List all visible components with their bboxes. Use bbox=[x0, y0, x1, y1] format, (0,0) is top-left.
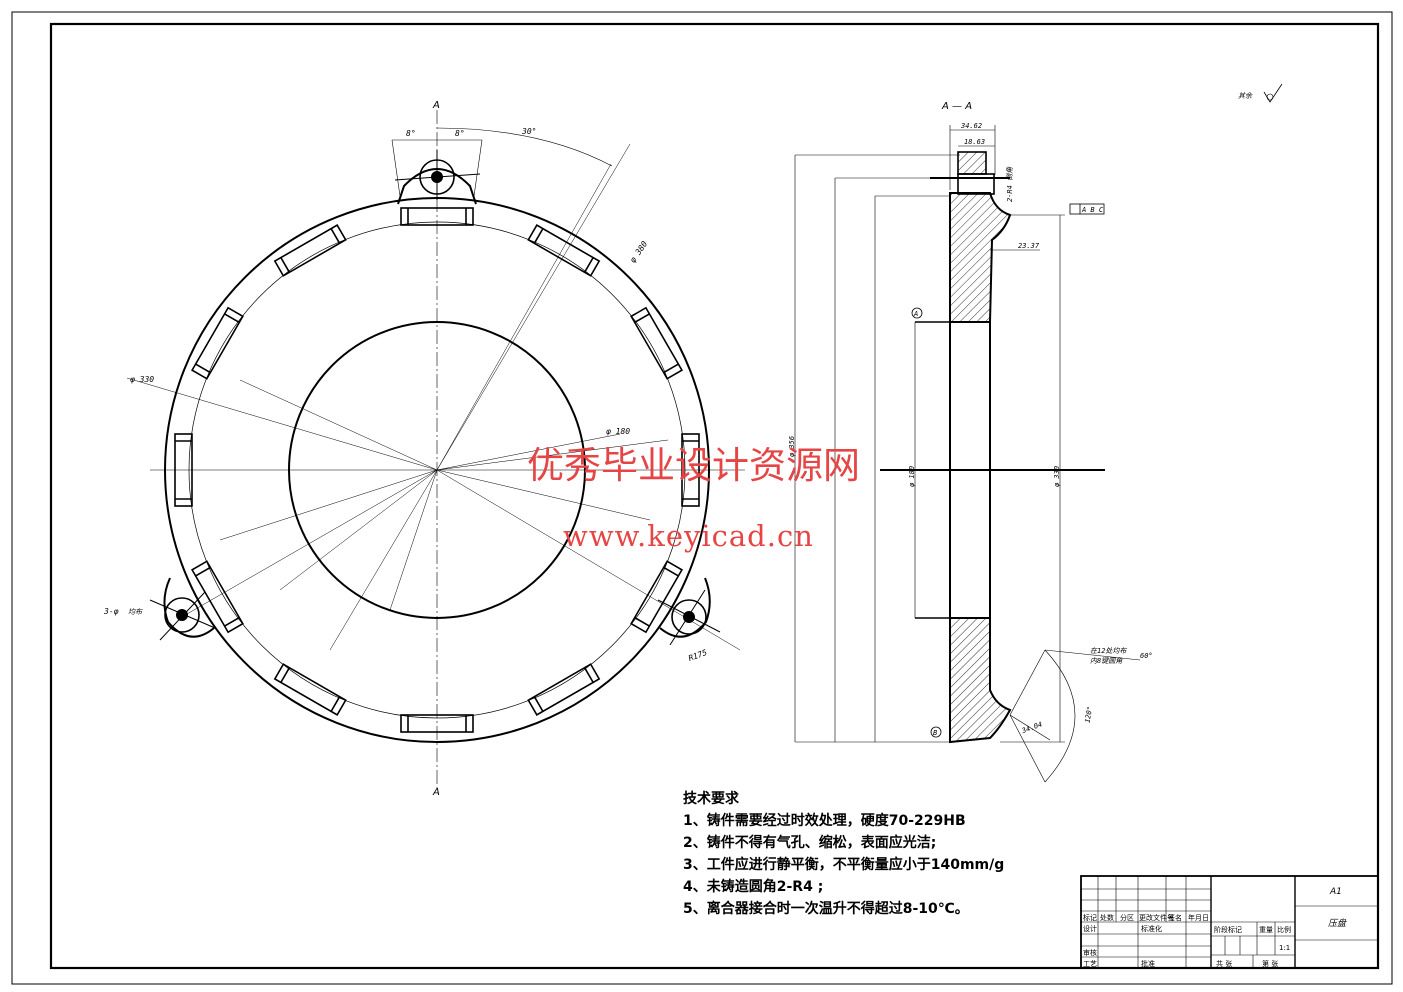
dim-angle-note: 120° bbox=[1084, 706, 1095, 724]
tb-sheets-total: 共 张 bbox=[1216, 959, 1232, 968]
construction-rays bbox=[126, 143, 741, 651]
title-sheet-size: A1 bbox=[1329, 887, 1342, 897]
dim-width-top: 34.62 bbox=[960, 122, 982, 130]
section-angle-dimension bbox=[1009, 649, 1141, 783]
dim-dia-1: φ 356 bbox=[788, 436, 796, 457]
tech-item-4: 4、未铸造圆角2-R4 ; bbox=[683, 879, 824, 895]
dim-radius: R175 bbox=[687, 648, 708, 663]
watermark-site-name: 优秀毕业设计资源网 bbox=[527, 444, 860, 487]
tb-scale-value: 1:1 bbox=[1279, 944, 1290, 952]
section-lower-body bbox=[949, 617, 1012, 744]
section-note-2: 内8键圆角 bbox=[1090, 657, 1123, 665]
dim-step: 23.37 bbox=[1018, 242, 1040, 250]
title-block bbox=[1080, 875, 1379, 969]
cut-mark-top: A bbox=[432, 100, 440, 111]
section-upper-lug bbox=[957, 151, 987, 175]
tech-item-3: 3、工件应进行静平衡，不平衡量应小于140mm/g bbox=[683, 857, 1005, 873]
dim-angle-left: 8° bbox=[406, 129, 416, 138]
lug-cross-marks bbox=[149, 150, 721, 646]
angle-dimensions bbox=[391, 127, 613, 197]
sheet-frame bbox=[11, 11, 1393, 985]
cooling-slots bbox=[174, 207, 700, 733]
tb-stage-mark: 阶段标记 bbox=[1214, 925, 1242, 934]
datum-a: A bbox=[913, 310, 918, 318]
section-upper-body bbox=[949, 192, 1012, 323]
title-part-name: 压盘 bbox=[1328, 918, 1347, 929]
tb-header-2: 处数 bbox=[1100, 913, 1114, 922]
roughness-symbol: 其余 bbox=[1238, 83, 1283, 103]
tech-item-1: 1、铸件需要经过时效处理，硬度70-229HB bbox=[683, 813, 966, 829]
dim-dia-pitch: φ 330 bbox=[130, 375, 154, 384]
section-note-1: 在12处均布 bbox=[1090, 647, 1127, 655]
title-block-text: A1 压盘 标记 处数 分区 更改文件号 签名 年月日 设计 标准化 审核 工艺… bbox=[1083, 887, 1347, 968]
watermark-url: www.keyicad.cn bbox=[563, 519, 814, 553]
tech-item-5: 5、离合器接合时一次温升不得超过8-10℃。 bbox=[683, 901, 969, 917]
tb-header-5: 签名 bbox=[1168, 913, 1182, 922]
dim-dia-3: φ 330 bbox=[1053, 466, 1061, 487]
tb-designer: 设计 bbox=[1083, 924, 1097, 933]
tech-item-2: 2、铸件不得有气孔、缩松，表面应光洁; bbox=[683, 835, 937, 851]
tech-heading: 技术要求 bbox=[683, 791, 739, 807]
technical-requirements: 技术要求 1、铸件需要经过时效处理，硬度70-229HB 2、铸件不得有气孔、缩… bbox=[683, 788, 1004, 920]
tb-checker: 审核 bbox=[1083, 948, 1097, 957]
pitch-circle bbox=[188, 221, 686, 719]
watermark: 优秀毕业设计资源网 www.keyicad.cn bbox=[527, 444, 860, 553]
dim-dia-outer: φ 380 bbox=[628, 239, 649, 264]
dim-chamfer: 34.04 bbox=[1020, 720, 1043, 735]
tb-header-4: 更改文件号 bbox=[1139, 913, 1174, 922]
front-view bbox=[126, 110, 745, 790]
tb-header-1: 标记 bbox=[1083, 913, 1097, 922]
tb-header-6: 年月日 bbox=[1188, 913, 1209, 922]
dim-dia-2: φ 180 bbox=[908, 466, 916, 487]
cut-mark-bottom: A bbox=[432, 787, 440, 798]
datum-b: B bbox=[933, 729, 937, 737]
inner-bore bbox=[288, 321, 586, 619]
tb-approve: 批准 bbox=[1141, 959, 1155, 968]
dim-holes-note: 均布 bbox=[128, 608, 143, 616]
section-view-a-a bbox=[794, 125, 1141, 783]
tb-header-3: 分区 bbox=[1120, 913, 1134, 922]
tb-sheet-no: 第 张 bbox=[1262, 959, 1278, 968]
roughness-note: 其余 bbox=[1238, 92, 1253, 100]
tb-standardized: 标准化 bbox=[1141, 924, 1162, 933]
tb-weight: 重量 bbox=[1259, 926, 1273, 934]
tb-scale: 比例 bbox=[1277, 925, 1291, 934]
section-vertical-dimensions bbox=[794, 154, 1065, 743]
dim-width-mid: 18.63 bbox=[964, 138, 985, 146]
dim-angle-main: 30° bbox=[521, 127, 536, 136]
tb-process: 工艺 bbox=[1083, 960, 1097, 968]
dim-angle-small: 60° bbox=[1140, 652, 1153, 660]
section-side-note: 2-R4 倒角 bbox=[1006, 166, 1014, 202]
tolerance-box: A B C bbox=[1081, 206, 1104, 214]
dim-dia-inner: φ 180 bbox=[606, 427, 630, 436]
section-width-dimensions bbox=[949, 125, 1040, 251]
dim-angle-right: 8° bbox=[455, 129, 465, 138]
section-label: A — A bbox=[941, 101, 972, 112]
dim-holes: 3-φ bbox=[103, 607, 119, 616]
